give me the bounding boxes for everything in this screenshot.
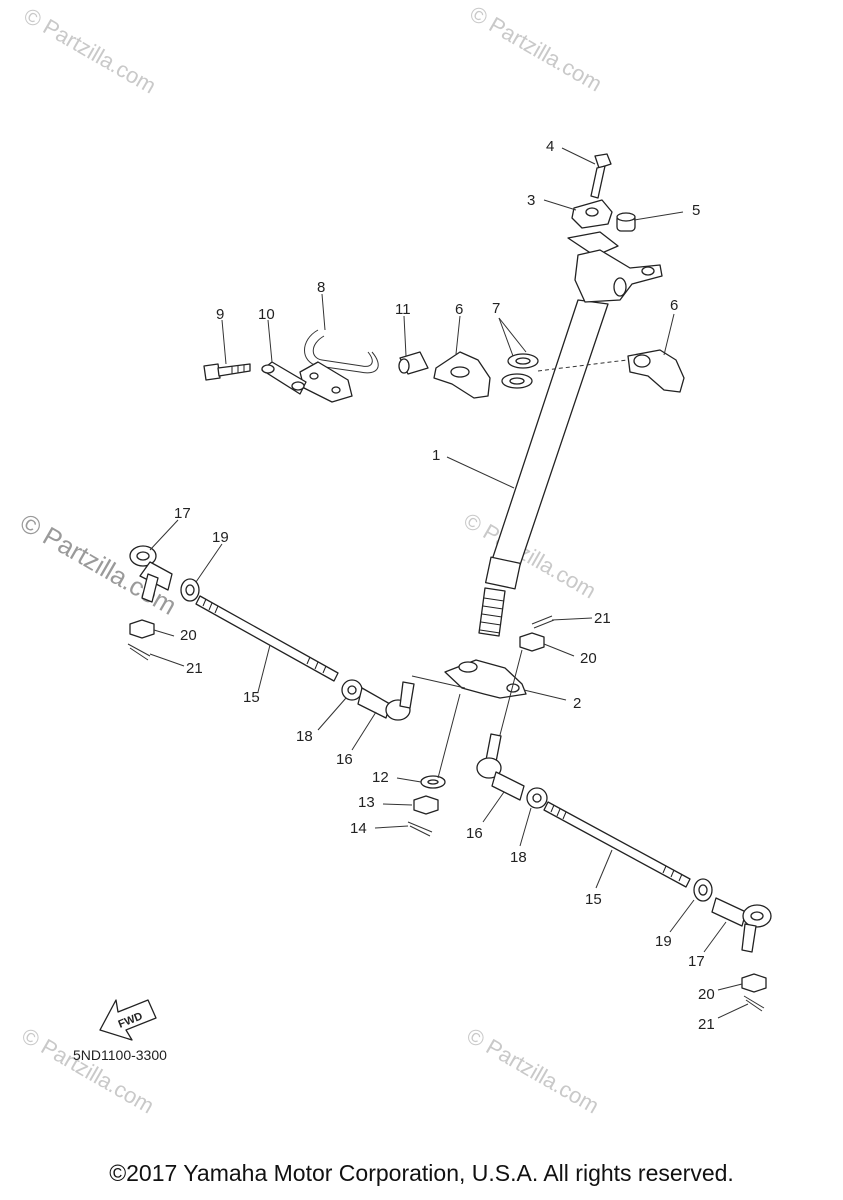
callout-20-right: 20 [698,986,715,1003]
washer-12 [420,775,446,789]
callout-labels: 1 2 3 4 5 6 6 7 8 9 10 11 12 13 14 15 15… [174,138,715,1033]
collar-5 [616,212,636,232]
bolt-9 [203,363,251,381]
callout-16-left: 16 [336,751,353,768]
callout-12: 12 [372,769,389,786]
callout-2: 2 [573,695,581,712]
callout-18-left: 18 [296,728,313,745]
steering-column [478,231,663,637]
locknut-19-right [693,878,713,902]
cotter-pin-21-right [743,995,765,1012]
tie-rod-end-17-left [129,545,173,603]
tie-rod-15-right [543,801,691,888]
nut-20-center [519,632,545,652]
washer-10 [261,361,307,395]
bolt-4 [590,153,612,199]
callout-10: 10 [258,306,275,323]
callout-14: 14 [350,820,367,837]
tie-rod-end-16-left [357,681,415,721]
callout-20-left: 20 [180,627,197,644]
nut-13 [413,795,439,815]
callout-9: 9 [216,306,224,323]
callout-15-left: 15 [243,689,260,706]
guide-8 [299,329,379,403]
watermark-bottom-left: © Partzilla.com [18,1023,159,1119]
collar-11 [398,351,429,375]
holder-6-left [433,351,491,399]
watermark-bottom-right: © Partzilla.com [463,1023,604,1119]
tie-rod-end-16-right [476,733,525,801]
callout-21-center: 21 [594,610,611,627]
callout-17-left: 17 [174,505,191,522]
holder-6-right [627,349,685,393]
nut-20-left [129,619,155,639]
locknut-18-right [526,787,548,809]
locknut-19-left [180,578,200,602]
callout-16-right: 16 [466,825,483,842]
leader-lines [149,147,749,1019]
cotter-pin-21-left [127,643,151,661]
callout-17-right: 17 [688,953,705,970]
copyright-notice: ©2017 Yamaha Motor Corporation, U.S.A. A… [109,1160,734,1186]
holder-3 [571,199,613,229]
callout-1: 1 [432,447,440,464]
callout-6-left: 6 [455,301,463,318]
callout-20-center: 20 [580,650,597,667]
callout-8: 8 [317,279,325,296]
nut-20-right [741,973,767,993]
watermark-top-left: © Partzilla.com [20,3,161,99]
watermark-mid-left: © Partzilla.com [15,507,182,621]
callout-6-right: 6 [670,297,678,314]
callout-21-right: 21 [698,1016,715,1033]
cotter-pin-21-center [531,615,555,629]
assembly-line-pitman-left [411,675,466,779]
assembly-line-upper [537,359,628,372]
tie-rod-15-left [195,595,339,682]
callout-19-left: 19 [212,529,229,546]
callout-18-right: 18 [510,849,527,866]
callout-19-right: 19 [655,933,672,950]
callout-15-right: 15 [585,891,602,908]
callout-7: 7 [492,300,500,317]
callout-13: 13 [358,794,375,811]
bushings-7 [501,353,539,389]
callout-3: 3 [527,192,535,209]
locknut-18-left [341,679,363,701]
tie-rod-end-17-right [711,897,772,953]
callout-11: 11 [395,301,411,318]
callout-21-left: 21 [186,660,203,677]
callout-5: 5 [692,202,700,219]
pitman-arm-2 [444,659,527,699]
watermark-top-right: © Partzilla.com [466,1,607,97]
cotter-pin-14 [407,821,433,837]
fwd-arrow-icon: FWD [99,999,157,1041]
callout-4: 4 [546,138,554,155]
diagram-code: 5ND1100-3300 [73,1047,167,1063]
